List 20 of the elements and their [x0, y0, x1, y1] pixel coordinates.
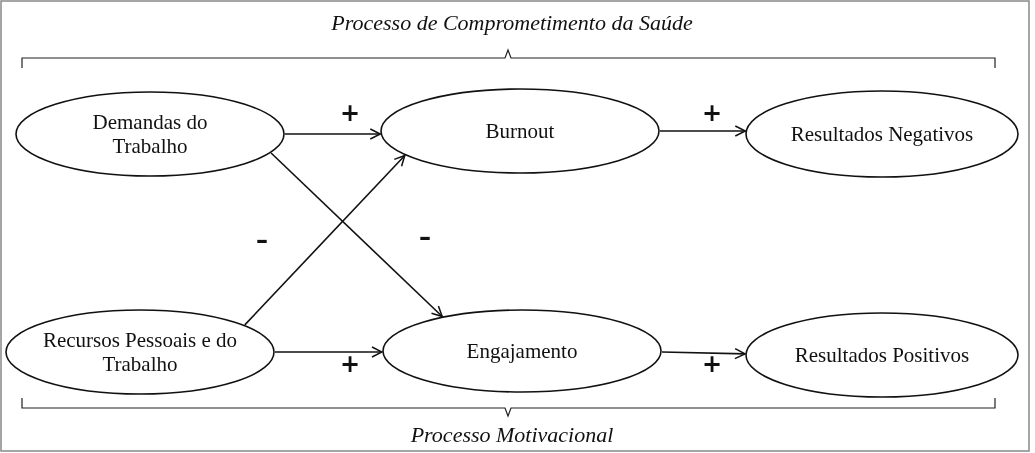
- arrow: [659, 125, 747, 137]
- arrow: [270, 152, 443, 318]
- node-label: Engajamento: [466, 339, 578, 363]
- node-label: Demandas do Trabalho: [91, 110, 209, 158]
- arrow: [284, 128, 382, 140]
- edge-label: +: [701, 101, 723, 125]
- diagram-title: Processo de Comprometimento da Saúde: [331, 10, 693, 36]
- process-label: Processo Motivacional: [410, 422, 614, 448]
- edge-label: –: [419, 225, 431, 249]
- arrow: [274, 346, 383, 358]
- edge-label: –: [256, 228, 268, 252]
- node-label: Burnout: [485, 119, 555, 143]
- arrow: [661, 347, 746, 360]
- edge-label: +: [701, 352, 723, 376]
- node-label: Recursos Pessoais e do Trabalho: [42, 328, 238, 376]
- node-label: Resultados Negativos: [790, 122, 974, 146]
- node-label: Resultados Positivos: [794, 343, 970, 367]
- arrow: [244, 154, 406, 326]
- edge-label: +: [339, 101, 361, 125]
- edge-label: +: [339, 352, 361, 376]
